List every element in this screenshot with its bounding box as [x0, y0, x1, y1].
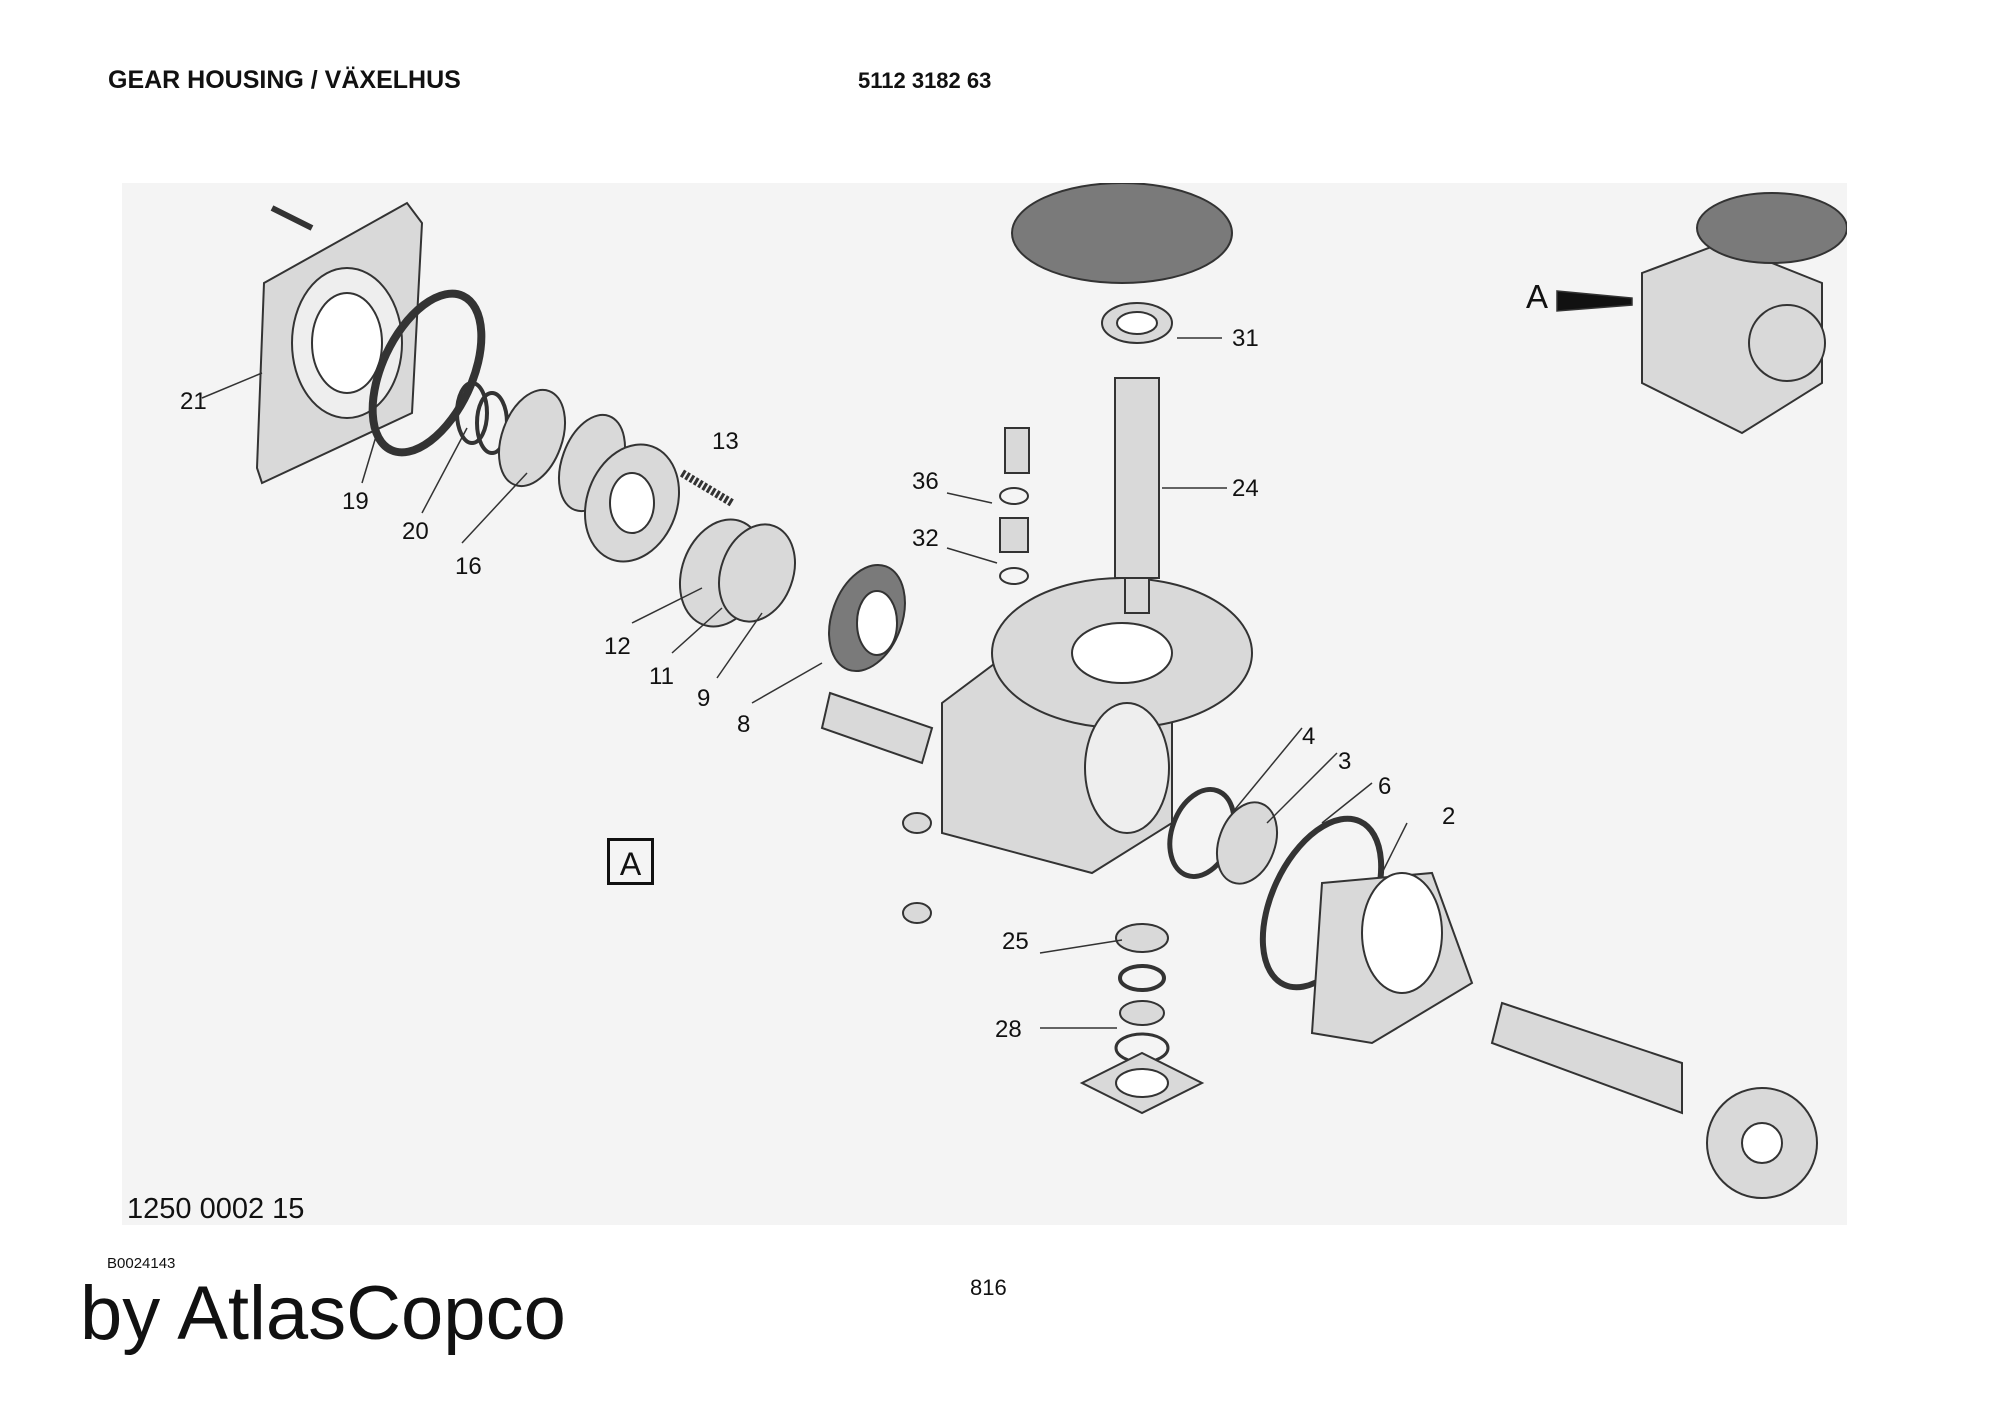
- nut: [1119, 1000, 1165, 1026]
- callout-32: 32: [912, 525, 939, 552]
- callout-28: 28: [995, 1016, 1022, 1043]
- ring-20: [455, 381, 489, 445]
- view-box-a: A: [607, 838, 654, 885]
- drain-plug: [902, 812, 932, 834]
- callout-13: 13: [712, 428, 739, 455]
- drain-plug-2: [902, 902, 932, 924]
- exploded-view-drawing: [201, 183, 1847, 1199]
- callout-9: 9: [697, 685, 711, 712]
- callout-25: 25: [1002, 928, 1029, 955]
- fitting-36: [1004, 427, 1030, 474]
- callout-3: 3: [1338, 748, 1352, 775]
- spring-13: [679, 469, 735, 507]
- callout-21: 21: [180, 388, 207, 415]
- callout-16: 16: [455, 553, 482, 580]
- callout-36: 36: [912, 468, 939, 495]
- callout-20: 20: [402, 518, 429, 545]
- callout-11: 11: [649, 663, 674, 690]
- callout-6: 6: [1378, 773, 1392, 800]
- image-id: B0024143: [107, 1255, 176, 1272]
- drawing-number: 1250 0002 15: [127, 1193, 305, 1225]
- brand-watermark: by AtlasCopco: [80, 1271, 566, 1356]
- bearing-3: [1216, 801, 1278, 885]
- ring-25: [1118, 964, 1166, 992]
- shaft-24: [1114, 377, 1160, 579]
- oring-36: [999, 487, 1029, 505]
- gasket-19: [368, 289, 486, 457]
- callout-24: 24: [1232, 475, 1259, 502]
- top-disc: [1011, 183, 1233, 284]
- callout-19: 19: [342, 488, 369, 515]
- page-number: 816: [970, 1275, 1007, 1300]
- side-bore: [1084, 702, 1170, 834]
- view-arrow-label-a: A: [1526, 278, 1549, 315]
- output-shaft: [1490, 1001, 1683, 1115]
- callout-2: 2: [1442, 803, 1456, 830]
- label-plate: [820, 691, 934, 765]
- callout-31: 31: [1232, 325, 1259, 352]
- callout-4: 4: [1302, 723, 1316, 750]
- part-number: 5112 3182 63: [858, 68, 992, 93]
- oring-32: [999, 567, 1029, 585]
- callout-8: 8: [737, 711, 751, 738]
- page-title: GEAR HOUSING / VÄXELHUS: [108, 66, 461, 94]
- exploded-diagram-panel: 21 19 20 16 13 12 11 9 8 36 32 31 24 4 3…: [122, 183, 1847, 1225]
- bolt: [270, 205, 314, 231]
- inset-gear: [1748, 304, 1826, 382]
- inset-disc: [1696, 192, 1847, 264]
- plug-32: [999, 517, 1029, 553]
- bearing-25: [1115, 923, 1169, 953]
- callout-12: 12: [604, 633, 631, 660]
